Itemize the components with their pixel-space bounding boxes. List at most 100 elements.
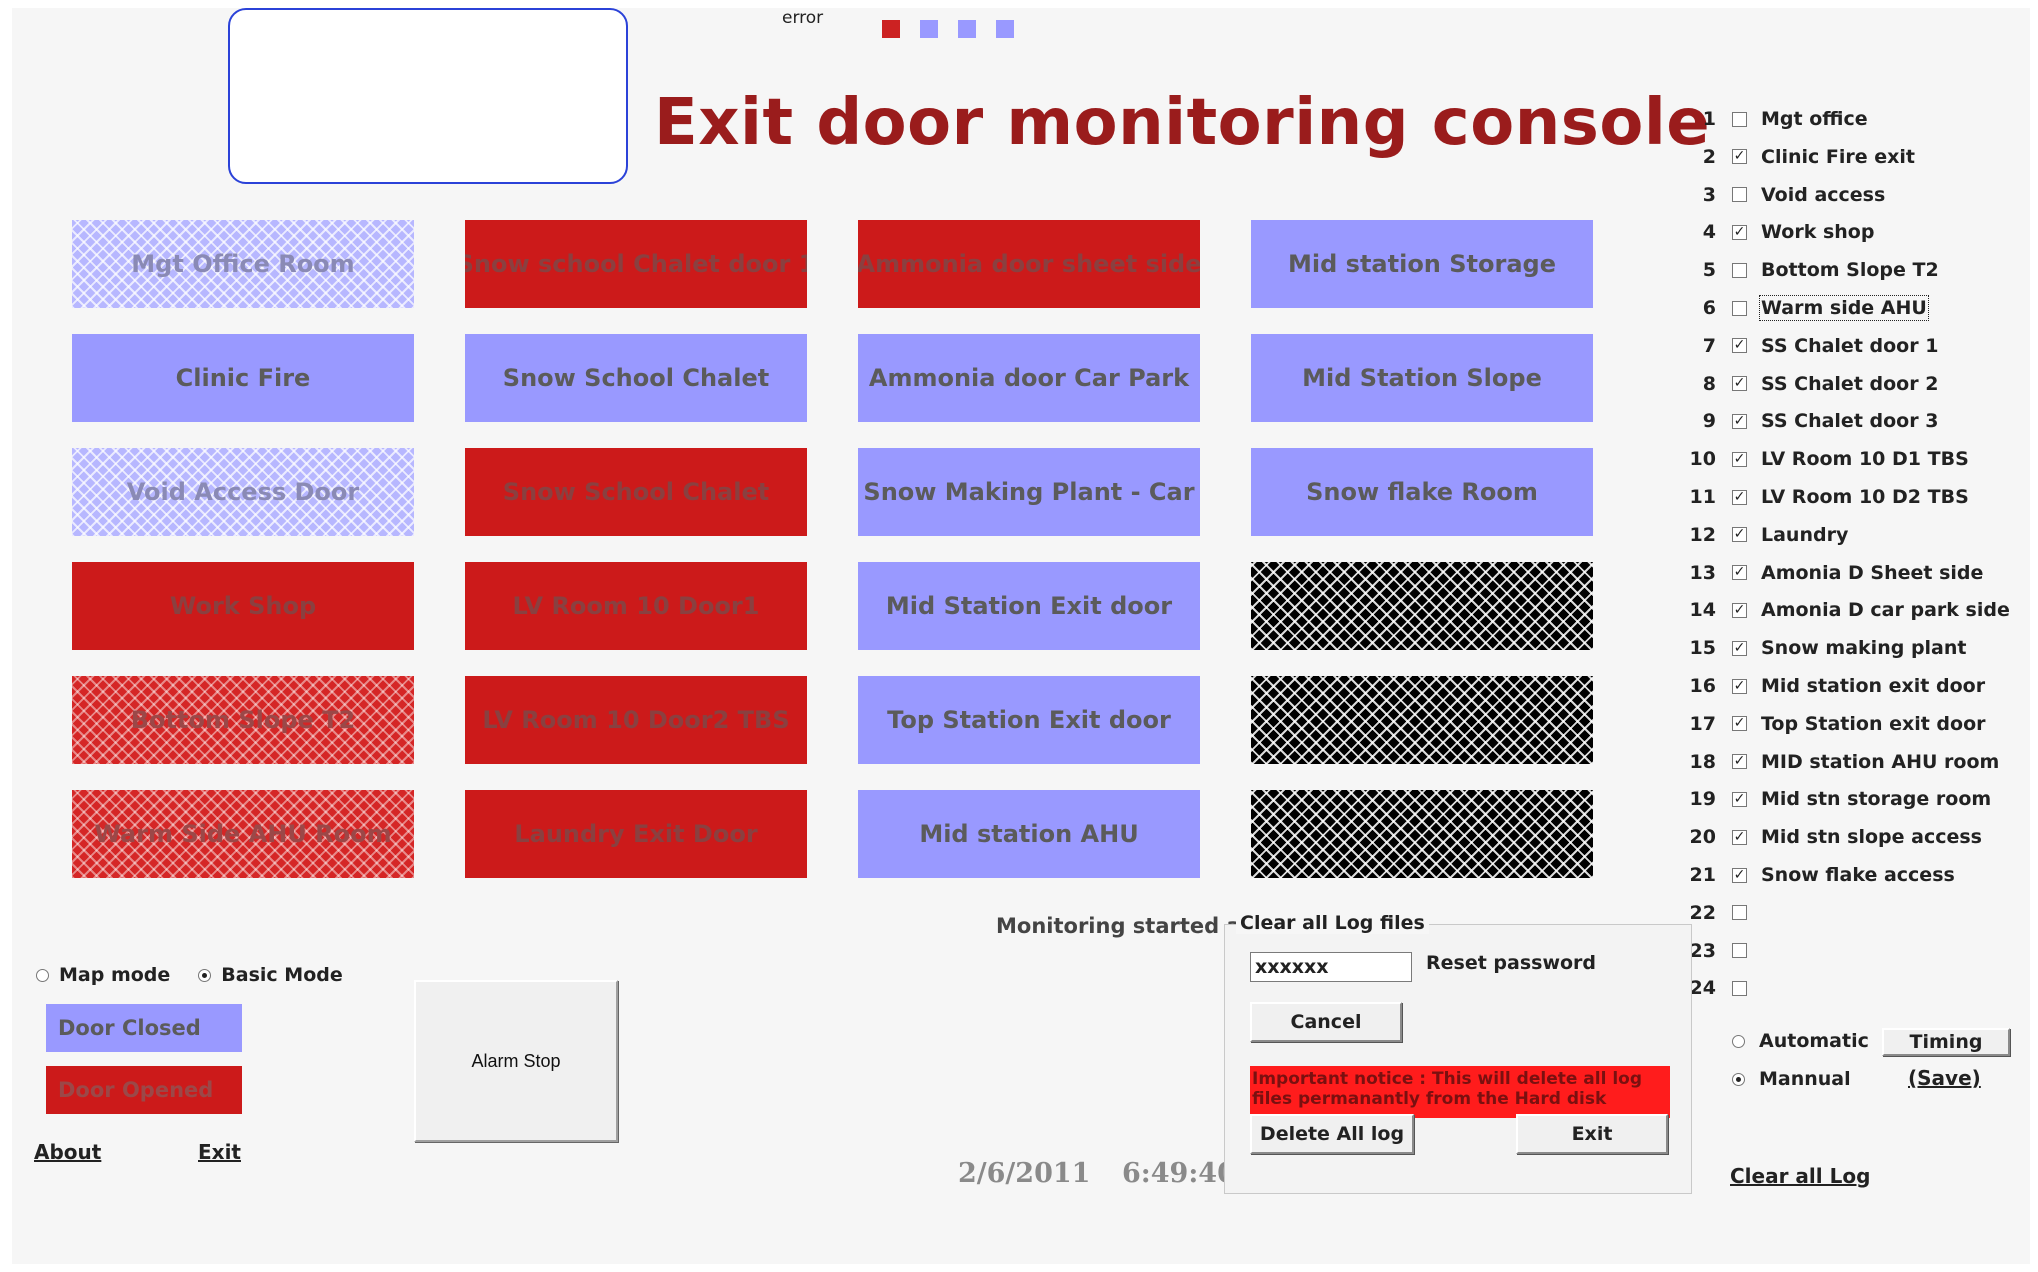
legend-door-closed: Door Closed	[46, 1004, 242, 1052]
door-enable-checkbox[interactable]: ✓	[1732, 223, 1747, 240]
door-button[interactable]: Mid Station Exit door	[858, 562, 1200, 650]
door-enable-checkbox[interactable]: ✓	[1732, 337, 1747, 354]
door-button[interactable]: Bottom Slope T2	[72, 676, 414, 764]
door-button[interactable]: Mid station Storage	[1251, 220, 1593, 308]
automatic-option: Automatic	[1732, 1030, 1869, 1052]
door-slot-empty[interactable]	[1251, 790, 1593, 878]
list-item-number: 2	[1702, 145, 1716, 168]
list-item-number: 3	[1702, 183, 1716, 206]
time-display: 6:49:40	[1122, 1158, 1236, 1189]
door-button[interactable]: LV Room 10 Door2 TBS	[465, 676, 807, 764]
door-button[interactable]: Work Shop	[72, 562, 414, 650]
map-mode-radio[interactable]	[36, 968, 49, 982]
door-enable-checkbox[interactable]: ✓	[1732, 450, 1747, 467]
door-button-label: Mid Station Slope	[1302, 364, 1542, 392]
door-enable-checkbox[interactable]: ✓	[1732, 715, 1747, 732]
password-input[interactable]	[1250, 952, 1412, 982]
door-enable-checkbox[interactable]: ✓	[1732, 601, 1747, 618]
door-button-label: Snow Making Plant - Car	[863, 478, 1195, 506]
door-enable-checkbox[interactable]: ✓	[1732, 148, 1747, 165]
list-item: 24	[1686, 973, 1761, 1003]
page-title: Exit door monitoring console	[654, 86, 1711, 160]
door-button[interactable]: Snow School Chalet	[465, 334, 807, 422]
list-item-label: Void access	[1761, 183, 1886, 206]
mode-selector: Map mode Basic Mode	[36, 964, 343, 986]
list-item: 23	[1686, 936, 1761, 966]
delete-all-log-button[interactable]: Delete All log	[1250, 1114, 1414, 1154]
alarm-stop-button[interactable]: Alarm Stop	[414, 980, 618, 1142]
timing-button[interactable]: Timing	[1882, 1028, 2010, 1056]
door-button[interactable]: Top Station Exit door	[858, 676, 1200, 764]
list-item: 14✓Amonia D car park side	[1686, 595, 2010, 625]
door-button-label: Warm Side AHU Room	[94, 820, 392, 848]
door-button-label: Mid station Storage	[1288, 250, 1556, 278]
list-item-label: Mid stn slope access	[1761, 826, 1982, 849]
list-item-label: Snow making plant	[1761, 637, 1967, 660]
list-item-label: Amonia D Sheet side	[1761, 561, 1984, 584]
door-enable-checkbox[interactable]: ✓	[1732, 564, 1747, 581]
about-link[interactable]: About	[34, 1140, 102, 1164]
door-button[interactable]: LV Room 10 Door1	[465, 562, 807, 650]
door-enable-checkbox[interactable]	[1732, 905, 1747, 921]
status-indicator	[996, 20, 1014, 38]
error-label: error	[782, 8, 824, 28]
exit-link[interactable]: Exit	[198, 1140, 241, 1164]
manual-option: Mannual	[1732, 1068, 1851, 1090]
door-enable-checkbox[interactable]: ✓	[1732, 526, 1747, 543]
clear-log-panel-title: Clear all Log files	[1236, 912, 1429, 934]
door-button[interactable]: Mgt Office Room	[72, 220, 414, 308]
manual-label: Mannual	[1759, 1068, 1851, 1090]
door-enable-checkbox[interactable]: ✓	[1732, 790, 1747, 807]
door-enable-checkbox[interactable]: ✓	[1732, 828, 1747, 845]
list-item-number: 19	[1689, 788, 1716, 811]
door-slot-empty[interactable]	[1251, 676, 1593, 764]
save-link[interactable]: (Save)	[1908, 1066, 1981, 1090]
list-item-label: Work shop	[1761, 221, 1875, 244]
door-enable-checkbox[interactable]: ✓	[1732, 639, 1747, 656]
door-enable-checkbox[interactable]	[1732, 980, 1747, 996]
delete-notice: Important notice : This will delete all …	[1250, 1066, 1670, 1118]
list-item-label: Mgt office	[1761, 108, 1868, 130]
door-button[interactable]: Ammonia door sheet side	[858, 220, 1200, 308]
list-item-label: LV Room 10 D2 TBS	[1761, 486, 1969, 508]
basic-mode-radio[interactable]	[198, 968, 212, 982]
door-enable-checkbox[interactable]	[1732, 111, 1747, 127]
door-enable-checkbox[interactable]: ✓	[1732, 677, 1747, 694]
door-button[interactable]: Warm Side AHU Room	[72, 790, 414, 878]
door-enable-checkbox[interactable]: ✓	[1732, 488, 1747, 505]
door-enable-checkbox[interactable]: ✓	[1732, 753, 1747, 770]
door-button[interactable]: Snow School Chalet	[465, 448, 807, 536]
date-display: 2/6/2011	[958, 1158, 1091, 1189]
door-enable-checkbox[interactable]: ✓	[1732, 412, 1747, 429]
manual-radio[interactable]	[1732, 1072, 1745, 1086]
clear-all-log-link[interactable]: Clear all Log	[1730, 1164, 1871, 1188]
log-exit-button[interactable]: Exit	[1516, 1114, 1668, 1154]
door-enable-checkbox[interactable]	[1732, 300, 1747, 316]
door-button[interactable]: Snow flake Room	[1251, 448, 1593, 536]
door-enable-checkbox[interactable]	[1732, 187, 1747, 203]
automatic-radio[interactable]	[1732, 1034, 1745, 1048]
list-item: 12✓Laundry	[1686, 520, 1849, 550]
list-item-number: 24	[1689, 977, 1716, 1000]
door-button[interactable]: Snow Making Plant - Car	[858, 448, 1200, 536]
cancel-button[interactable]: Cancel	[1250, 1002, 1402, 1042]
door-button-label: Mgt Office Room	[131, 250, 355, 278]
list-item: 13✓Amonia D Sheet side	[1686, 558, 1984, 588]
list-item-label: SS Chalet door 1	[1761, 334, 1939, 357]
door-button-label: Ammonia door sheet side	[858, 250, 1200, 278]
door-slot-empty[interactable]	[1251, 562, 1593, 650]
door-button[interactable]: Snow school Chalet door 1	[465, 220, 807, 308]
door-button[interactable]: Void Access Door	[72, 448, 414, 536]
door-button[interactable]: Mid station AHU	[858, 790, 1200, 878]
door-enable-checkbox[interactable]: ✓	[1732, 375, 1747, 392]
basic-mode-label: Basic Mode	[221, 964, 343, 986]
door-button[interactable]: Laundry Exit Door	[465, 790, 807, 878]
door-enable-checkbox[interactable]	[1732, 262, 1747, 278]
door-enable-checkbox[interactable]: ✓	[1732, 866, 1747, 883]
door-button[interactable]: Clinic Fire	[72, 334, 414, 422]
door-button[interactable]: Ammonia door Car Park	[858, 334, 1200, 422]
door-enable-checkbox[interactable]	[1732, 943, 1747, 959]
door-button[interactable]: Mid Station Slope	[1251, 334, 1593, 422]
list-item-label: Laundry	[1761, 523, 1849, 546]
